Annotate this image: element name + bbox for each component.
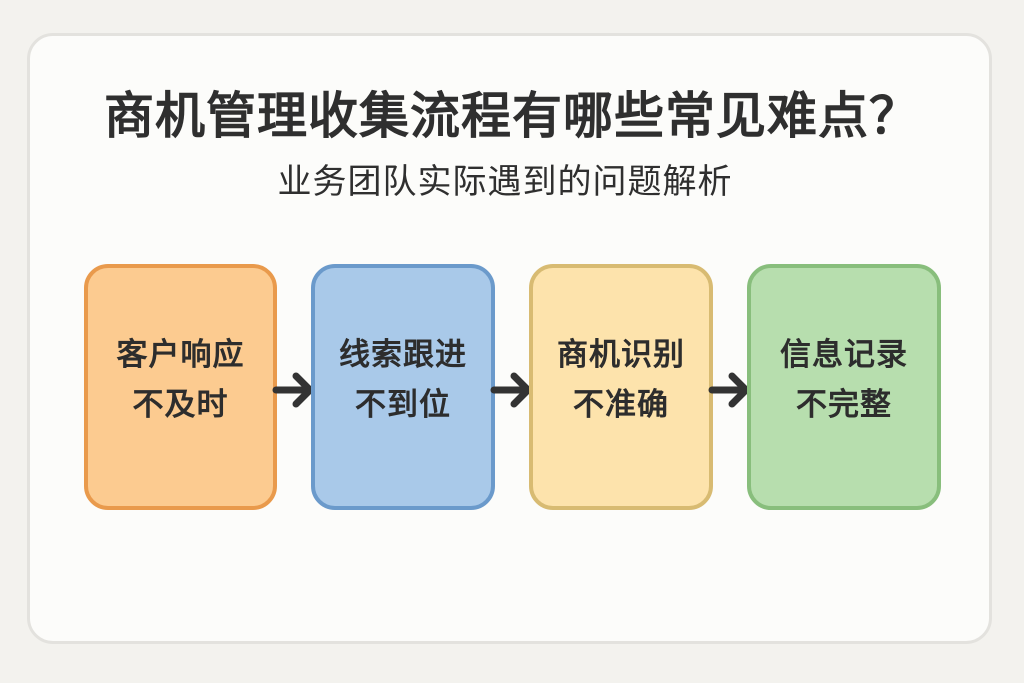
arrow-right-icon <box>490 372 532 408</box>
step-label-line2: 不准确 <box>573 387 669 423</box>
arrow-right-icon <box>272 372 314 408</box>
step-box-info-recording: 信息记录 不完整 <box>747 264 941 510</box>
step-box-customer-response: 客户响应 不及时 <box>84 264 277 510</box>
step-label-line1: 客户响应 <box>116 337 245 373</box>
step-label-line1: 信息记录 <box>780 337 908 373</box>
step-box-opportunity-identification: 商机识别 不准确 <box>529 264 713 510</box>
step-label-line2: 不到位 <box>355 387 451 423</box>
page-title: 商机管理收集流程有哪些常见难点？ <box>104 87 920 145</box>
page-subtitle: 业务团队实际遇到的问题解析 <box>277 162 733 202</box>
step-box-lead-followup: 线索跟进 不到位 <box>311 264 495 510</box>
step-label-line2: 不完整 <box>796 387 892 423</box>
step-label-line2: 不及时 <box>132 387 229 423</box>
arrow-right-icon <box>708 372 750 408</box>
step-label-line1: 商机识别 <box>557 337 685 373</box>
step-label-line1: 线索跟进 <box>339 337 467 373</box>
